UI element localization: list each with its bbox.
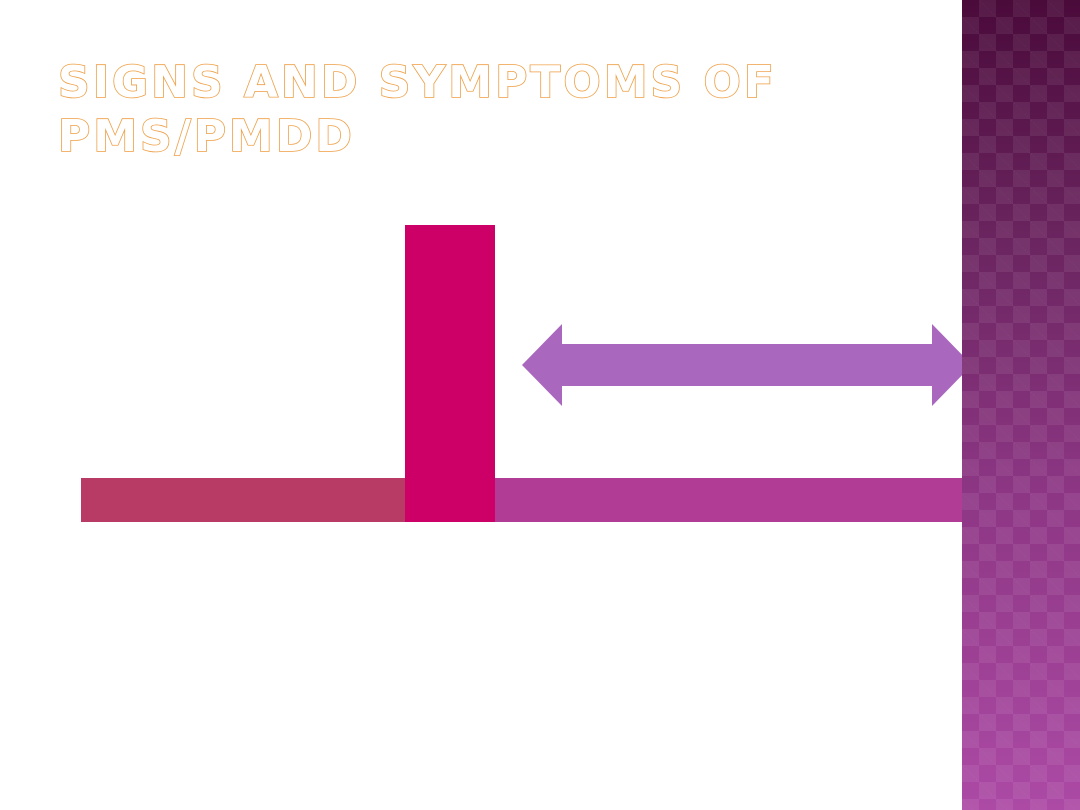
decorative-side-band xyxy=(962,0,1080,810)
vertical-marker-bar xyxy=(405,225,495,522)
double-headed-arrow-shape xyxy=(522,324,972,406)
double-headed-arrow xyxy=(522,324,972,406)
timeline-bar-left xyxy=(81,478,405,522)
slide-title: Signs and Symptoms of PMS/PMDD xyxy=(57,56,777,163)
timeline-bar-right xyxy=(495,478,972,522)
